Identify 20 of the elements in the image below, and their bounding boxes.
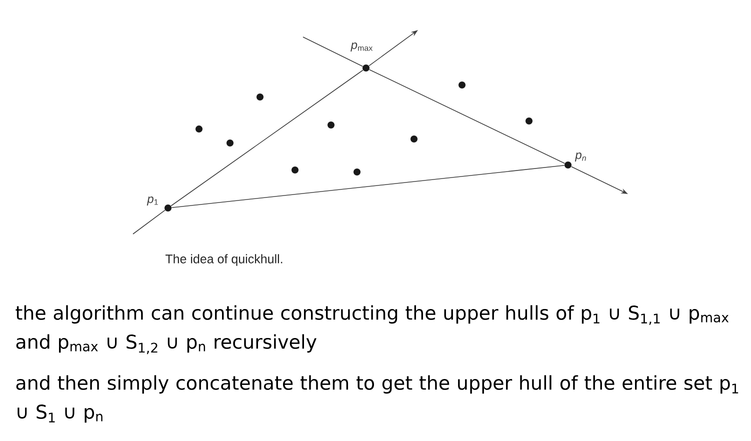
point-label: p$_{n}$: [574, 152, 586, 162]
point: [292, 166, 298, 174]
point: [226, 140, 234, 146]
paragraph: and then simply concatenate them to get the upper hull of the entire set p$_{1}$ ∪ S$_{1}$ ∪ p$_{n}$: [16, 375, 738, 423]
line: [132, 210, 166, 234]
caption: The idea of quickhull.: [165, 254, 282, 266]
paragraph: the algorithm can continue constructing the upper hulls of p$_{1}$ ∪ S$_{1,1}$ ∪ p$_{max}$ and p$_{max}$ ∪ S$_{1,2}$ ∪ p$_{n}$ recursively: [16, 305, 729, 354]
point: [196, 126, 202, 132]
point-label: p$_{1}$: [146, 196, 158, 206]
point: [410, 136, 418, 142]
line: [368, 69, 566, 164]
point-label: p$_{max}$: [350, 42, 373, 52]
point: [458, 82, 466, 88]
point: [354, 168, 360, 176]
line: [171, 165, 565, 208]
point: [526, 118, 532, 124]
point: [328, 122, 334, 128]
point: [256, 94, 264, 100]
line: [302, 36, 364, 67]
line: [170, 70, 364, 206]
